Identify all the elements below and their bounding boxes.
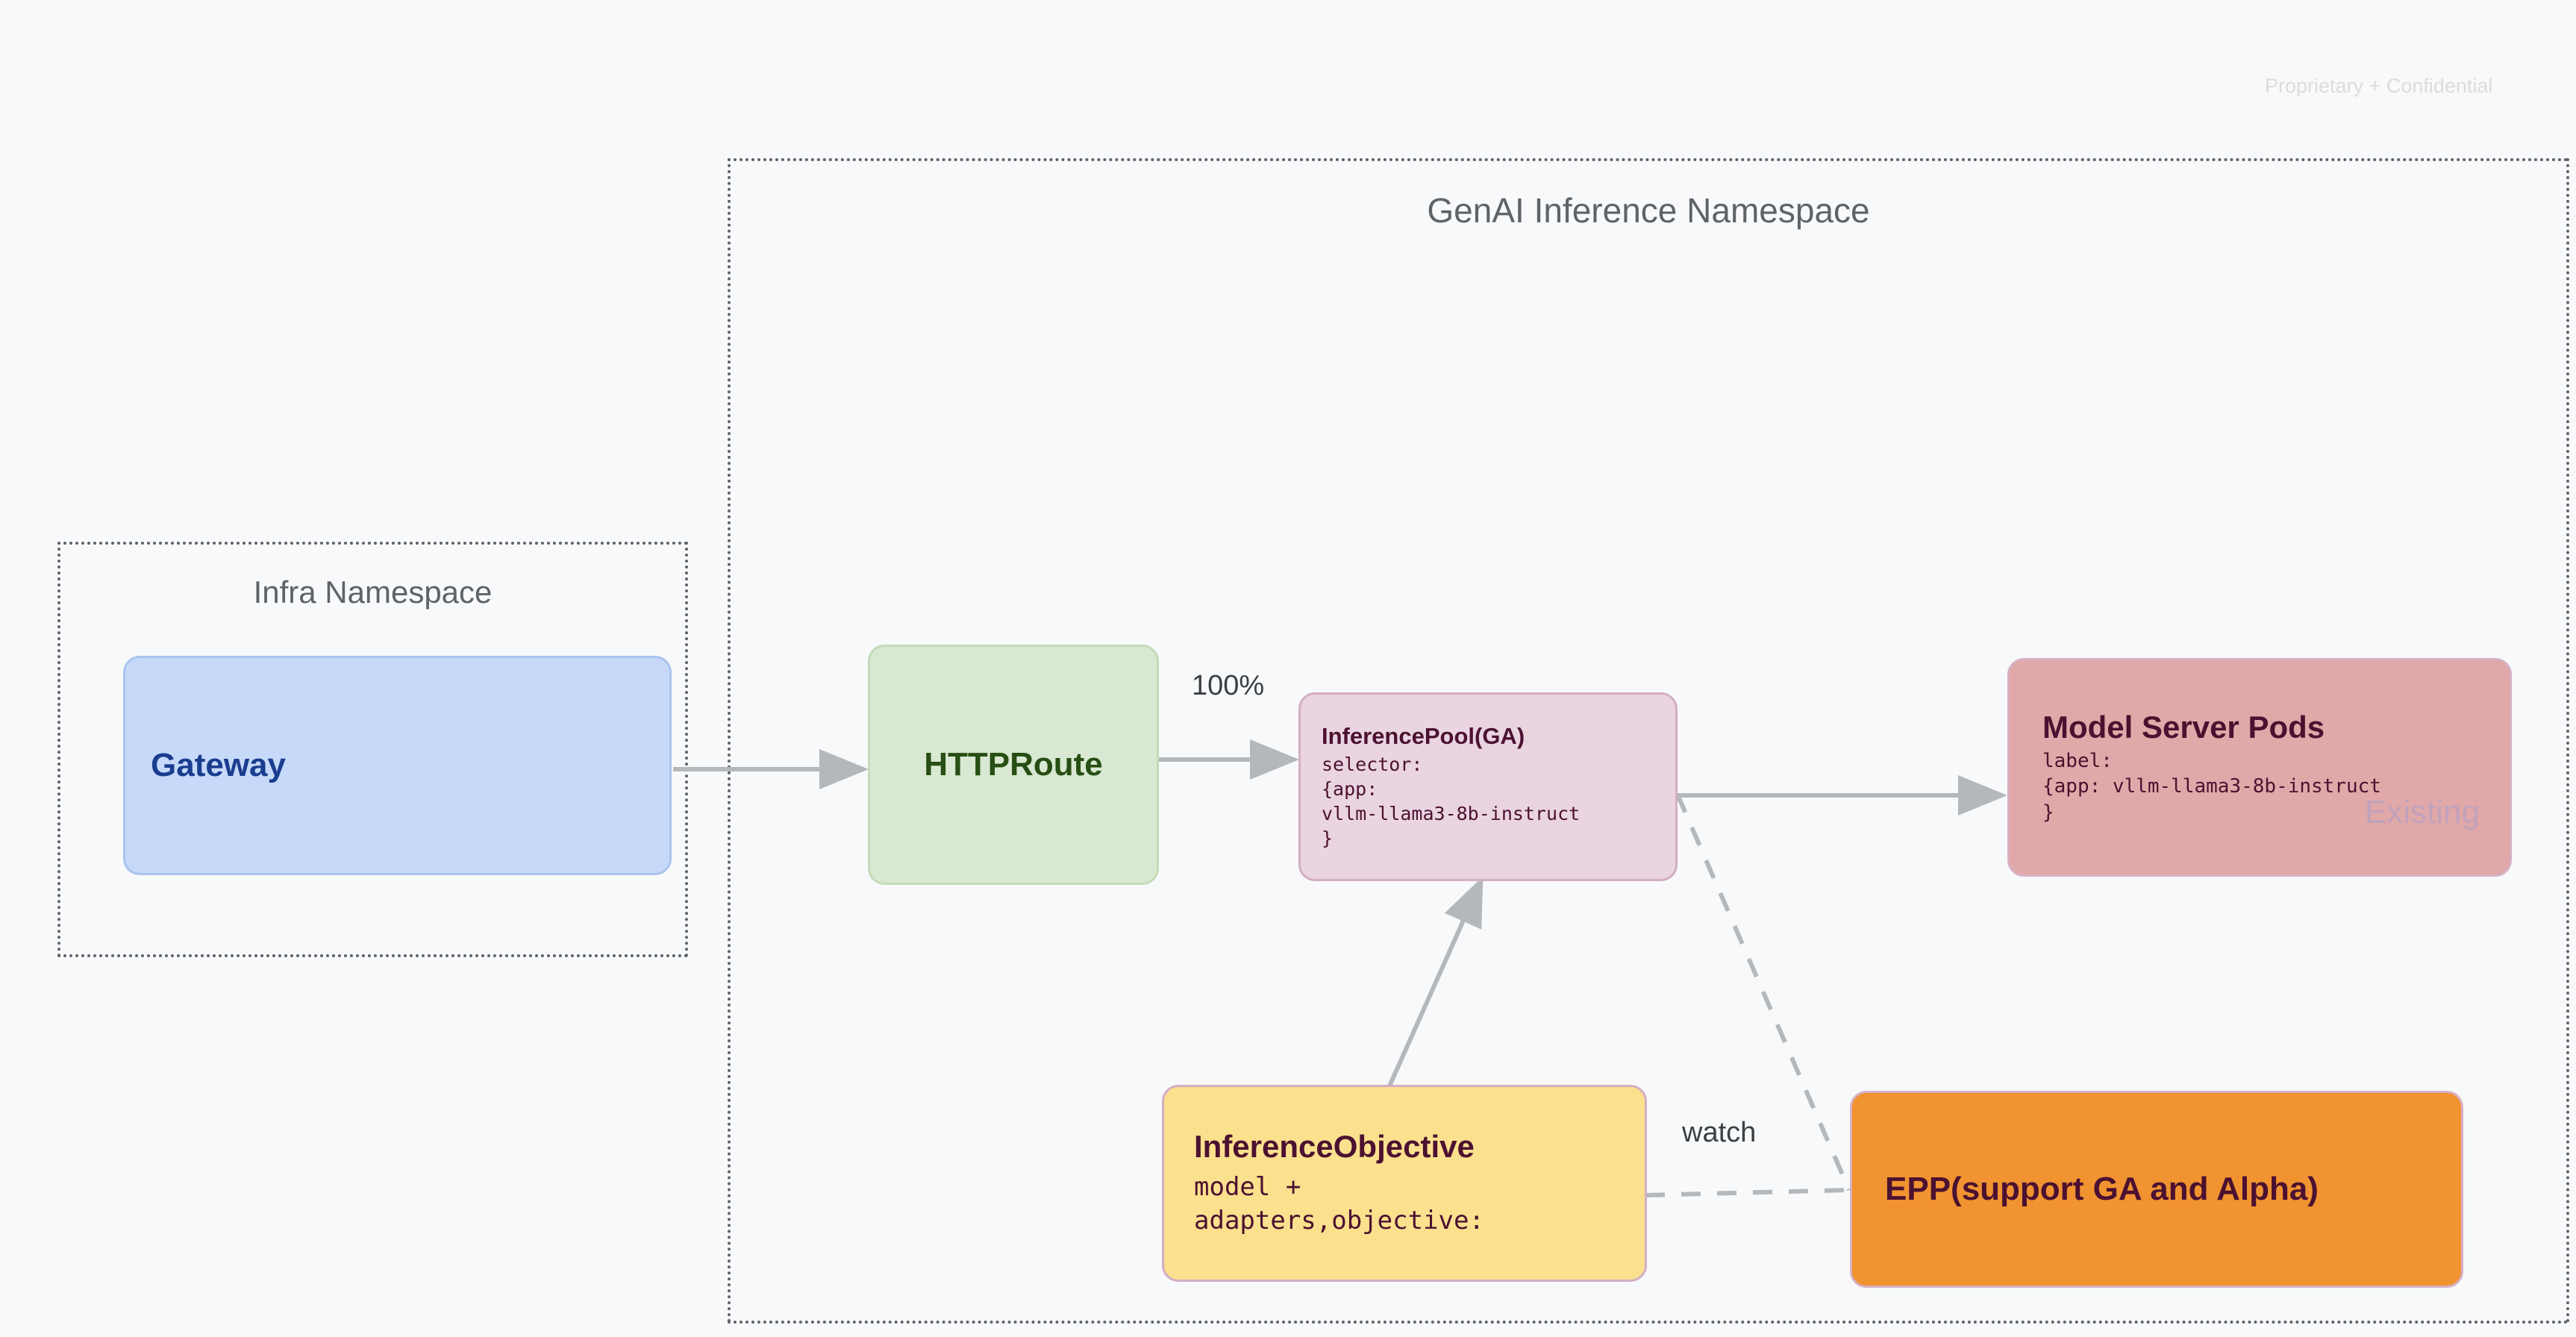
edge-label-traffic-percent: 100% <box>1192 670 1265 701</box>
node-gateway-title: Gateway <box>151 746 286 783</box>
node-model-server-pods-title: Model Server Pods <box>2042 709 2325 745</box>
node-epp-title: EPP(support GA and Alpha) <box>1885 1170 2319 1207</box>
node-inference-objective-title: InferenceObjective <box>1194 1128 1475 1164</box>
namespace-genai-inference <box>728 158 2569 1324</box>
node-inference-pool-spec: selector: {app: vllm-llama3-8b-instruct … <box>1322 754 1581 850</box>
node-inference-pool-title: InferencePool(GA) <box>1322 722 1525 749</box>
namespace-infra-title: Infra Namespace <box>253 574 493 610</box>
confidential-note: Proprietary + Confidential <box>2265 75 2493 97</box>
watermark-existing: Existing <box>2364 794 2480 830</box>
node-inference-objective-spec: model + adapters,objective: <box>1194 1172 1484 1236</box>
node-httproute[interactable]: HTTPRoute <box>868 645 1159 885</box>
namespace-genai-inference-title: GenAI Inference Namespace <box>1427 191 1870 230</box>
node-model-server-pods[interactable]: Model Server Pods label: {app: vllm-llam… <box>2007 658 2512 877</box>
namespace-infra <box>57 542 688 957</box>
edge-label-watch: watch <box>1682 1117 1757 1148</box>
node-gateway[interactable]: Gateway <box>123 656 672 875</box>
node-inference-pool[interactable]: InferencePool(GA) selector: {app: vllm-l… <box>1298 692 1678 881</box>
node-epp[interactable]: EPP(support GA and Alpha) <box>1850 1091 2463 1288</box>
node-httproute-title: HTTPRoute <box>924 745 1103 783</box>
node-model-server-pods-spec: label: {app: vllm-llama3-8b-instruct } <box>2042 750 2381 824</box>
node-inference-objective[interactable]: InferenceObjective model + adapters,obje… <box>1162 1085 1647 1282</box>
